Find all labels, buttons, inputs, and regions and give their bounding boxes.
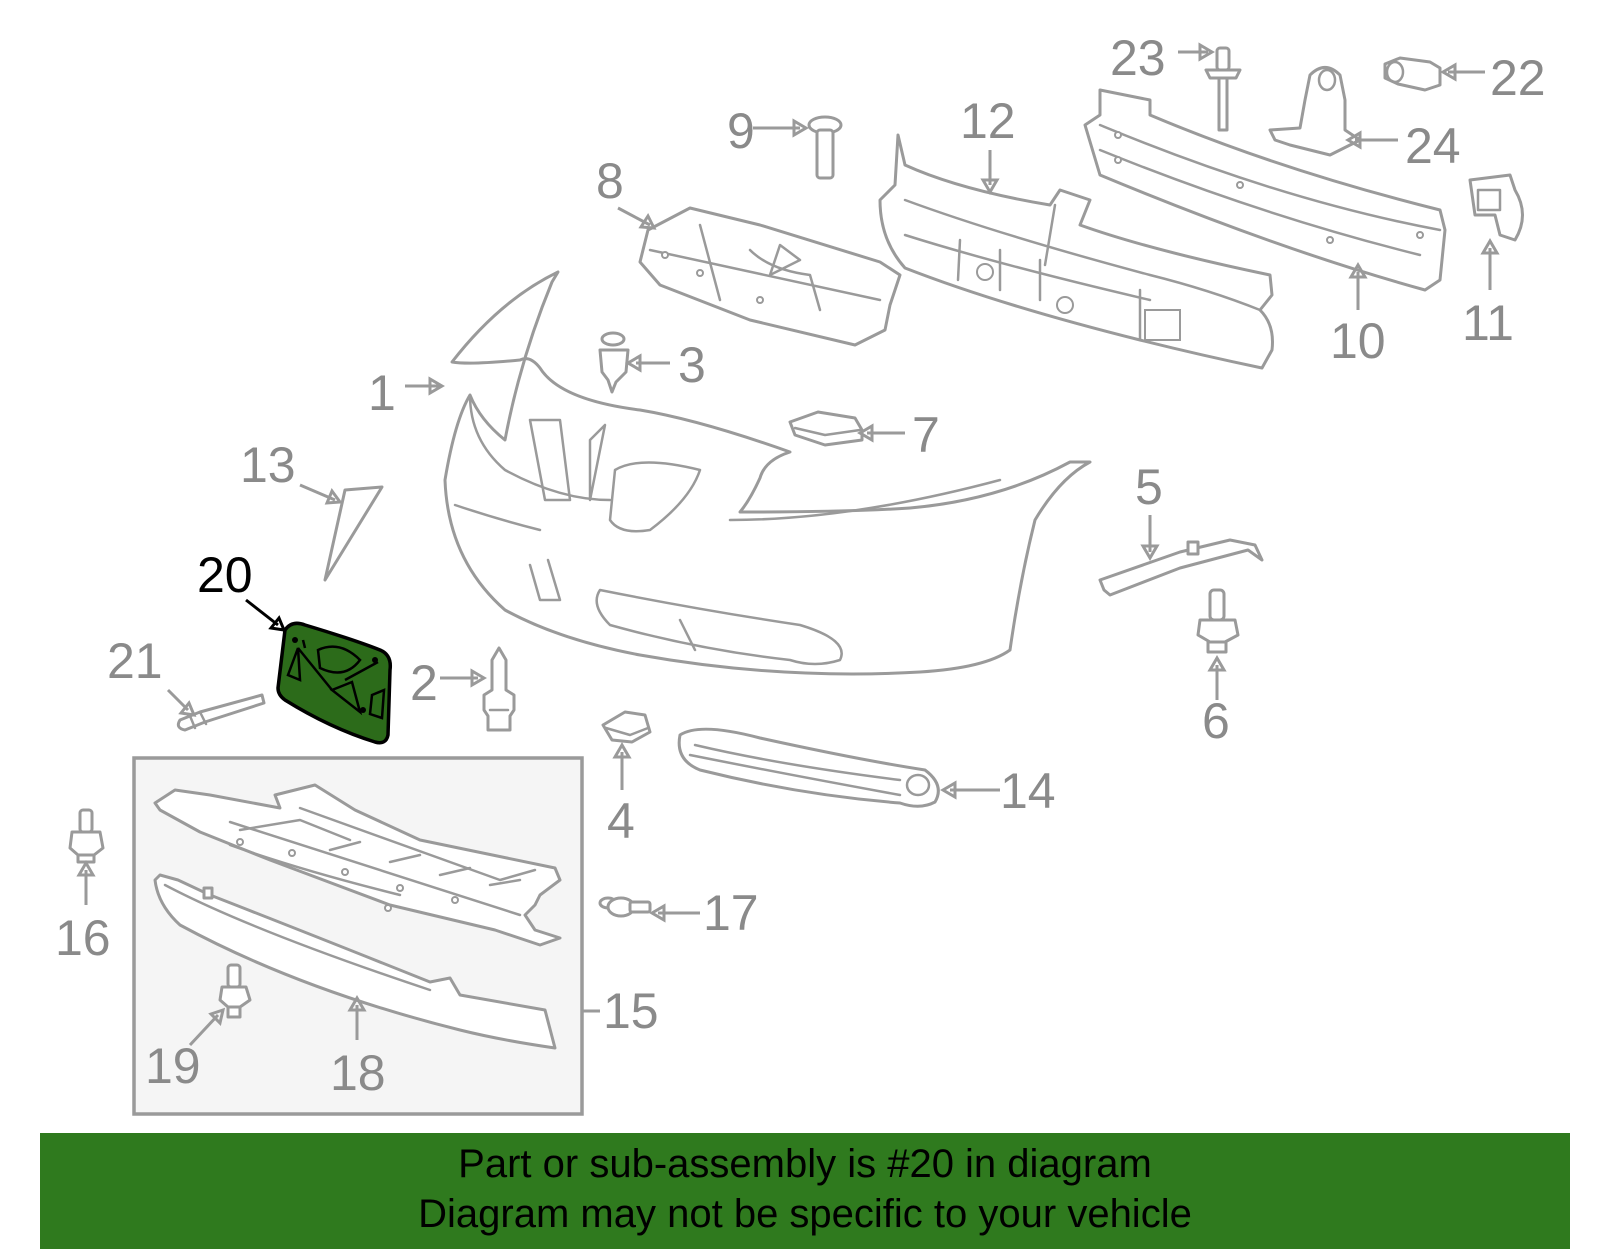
callout-5: 5 (1135, 459, 1163, 515)
part-18-air-deflector[interactable] (153, 873, 557, 1050)
part-11-bracket[interactable] (1468, 173, 1524, 242)
part-2-push-pin[interactable] (482, 646, 516, 732)
callout-15: 15 (603, 983, 659, 1039)
callout-17: 17 (703, 885, 759, 941)
part-16-bolt[interactable] (68, 808, 105, 864)
callout-18: 18 (330, 1045, 386, 1101)
callout-7: 7 (912, 407, 940, 463)
part-8-upper-radiator-shield[interactable] (638, 206, 902, 347)
callout-11: 11 (1462, 295, 1514, 351)
part-15-splash-shield[interactable] (153, 783, 562, 947)
part-notice-banner: Part or sub-assembly is #20 in diagram D… (40, 1133, 1570, 1249)
callout-21: 21 (107, 633, 163, 689)
banner-line-disclaimer: Diagram may not be specific to your vehi… (418, 1192, 1192, 1236)
part-3-push-pin[interactable] (598, 331, 630, 394)
callout-1: 1 (368, 365, 396, 421)
callout-9: 9 (727, 103, 755, 159)
callout-24: 24 (1405, 118, 1461, 174)
part-21-screw[interactable] (176, 693, 266, 732)
callout-2: 2 (410, 655, 438, 711)
callout-14: 14 (1000, 763, 1056, 819)
part-17-screw[interactable] (598, 896, 652, 918)
callout-22: 22 (1490, 50, 1546, 106)
banner-line-part-number: Part or sub-assembly is #20 in diagram (458, 1142, 1152, 1186)
callout-19: 19 (145, 1038, 201, 1094)
part-10-impact-bar[interactable] (1083, 88, 1447, 292)
part-1-bumper-cover[interactable] (443, 270, 1092, 676)
part-6-bolt[interactable] (1196, 588, 1240, 654)
part-7-retainer[interactable] (788, 410, 864, 447)
callout-6: 6 (1202, 693, 1230, 749)
part-12-energy-absorber[interactable] (878, 133, 1274, 370)
part-23-push-pin[interactable] (1204, 46, 1242, 132)
callout-4: 4 (607, 793, 635, 849)
part-22-clip[interactable] (1383, 56, 1442, 92)
callout-23: 23 (1110, 30, 1166, 86)
part-13-trim[interactable] (323, 485, 384, 582)
callout-numbers: 1 2 3 4 5 6 7 8 9 10 11 12 13 14 15 16 1… (55, 30, 1546, 1101)
callout-8: 8 (596, 153, 624, 209)
part-14-lower-grille[interactable] (677, 727, 940, 808)
callout-12: 12 (960, 93, 1016, 149)
callout-3: 3 (678, 337, 706, 393)
part-19-push-pin[interactable] (218, 963, 252, 1019)
callout-16: 16 (55, 910, 111, 966)
callout-13: 13 (240, 437, 296, 493)
part-5-guide-strip[interactable] (1098, 538, 1264, 597)
callout-10: 10 (1330, 313, 1386, 369)
callout-20: 20 (197, 547, 253, 603)
part-9-bolt[interactable] (807, 115, 843, 180)
leader-lines (76, 42, 1500, 1047)
part-4-retainer[interactable] (601, 710, 652, 744)
part-24-bracket[interactable] (1268, 66, 1362, 157)
part-20-license-plate-bracket[interactable] (276, 621, 393, 745)
